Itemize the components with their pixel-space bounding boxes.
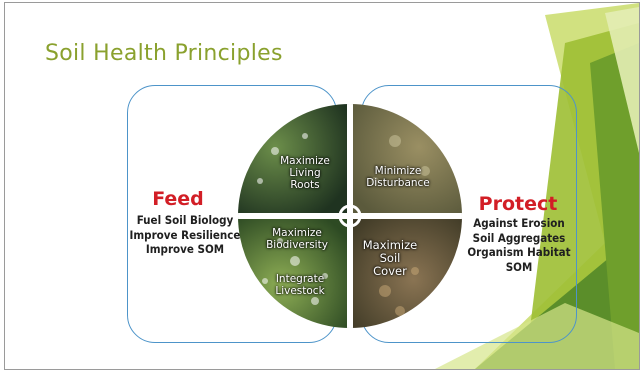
protect-line: SOM (505, 259, 533, 274)
principles-circle: Maximize Living Roots Minimize Disturban… (235, 101, 465, 331)
quadrant-label-bottom-right: Maximize Soil Cover (362, 238, 418, 278)
center-arrows-icon (338, 204, 362, 228)
deco-shape-6 (605, 7, 639, 153)
quadrant-label-top-left: Maximize Living Roots (280, 155, 330, 191)
feed-line: Improve Resilience (129, 227, 241, 242)
deco-shape-4 (590, 43, 639, 369)
feed-heading: Feed (152, 188, 204, 210)
quadrant-label-bottom-left-a: Maximize Biodiversity (266, 227, 328, 251)
protect-heading: Protect (478, 193, 558, 215)
protect-list: Against Erosion Soil Aggregates Organism… (455, 216, 583, 274)
quadrant-label-top-right: Minimize Disturbance (366, 165, 430, 189)
feed-list: Fuel Soil Biology Improve Resilience Imp… (121, 213, 249, 257)
feed-line: Improve SOM (145, 242, 225, 256)
green-corner-decoration (435, 3, 639, 369)
protect-line: Soil Aggregates (472, 230, 566, 245)
circle-graphic (238, 104, 462, 328)
slide-title: Soil Health Principles (45, 41, 283, 66)
protect-line: Against Erosion (473, 216, 565, 230)
presentation-slide: Soil Health Principles Feed Fuel Soil Bi… (4, 2, 640, 370)
quadrant-label-bottom-left-b: Integrate Livestock (275, 273, 325, 297)
deco-shape-5 (435, 303, 639, 369)
protect-line: Organism Habitat (467, 245, 571, 259)
feed-line: Fuel Soil Biology (136, 213, 234, 227)
quadrant-top-right-photo (350, 104, 462, 216)
